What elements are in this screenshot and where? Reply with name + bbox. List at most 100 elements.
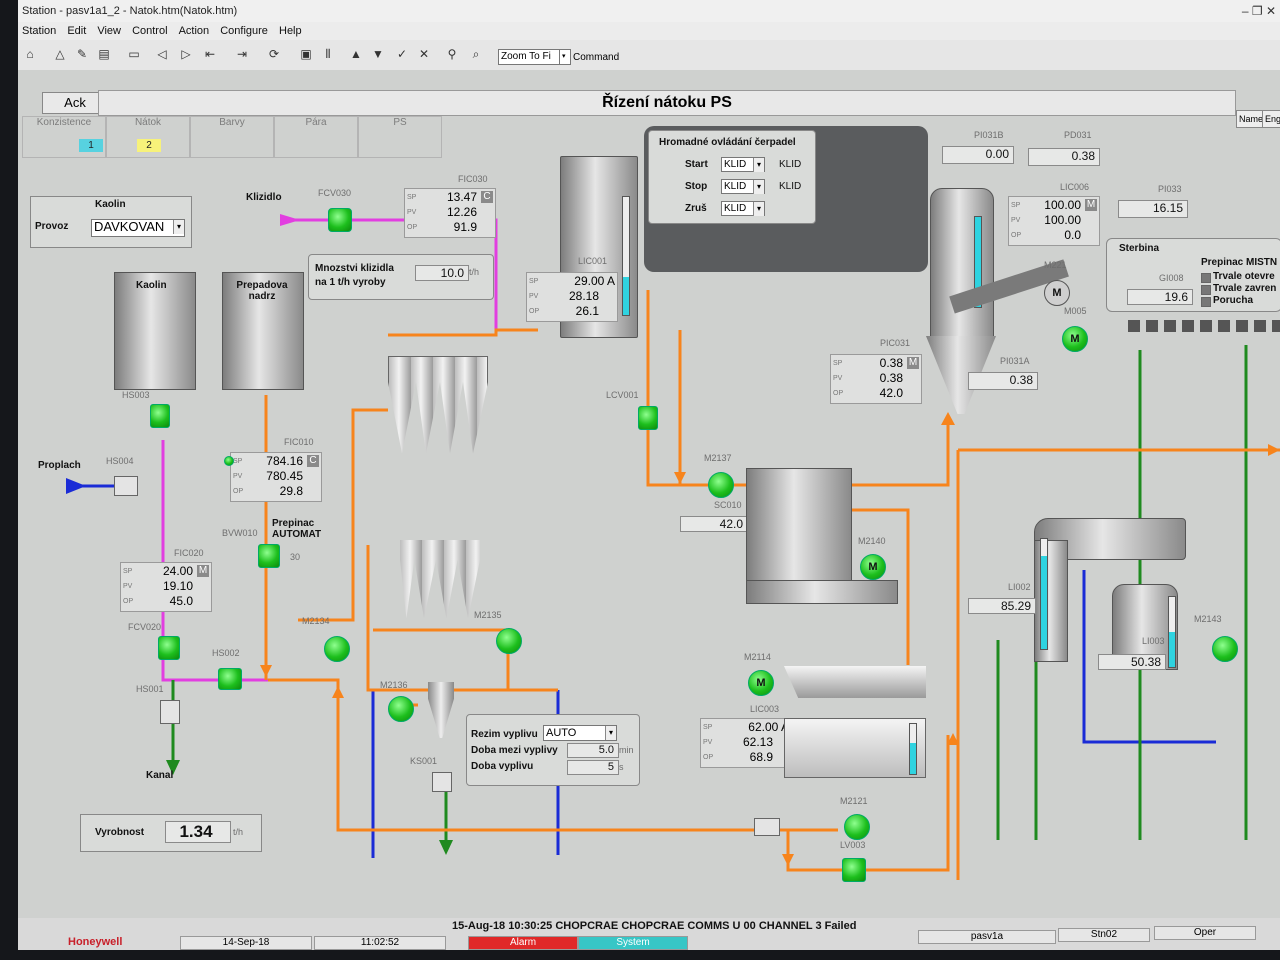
- tab-barvy[interactable]: Barvy: [190, 116, 274, 158]
- m2143-tag: M2143: [1194, 614, 1222, 624]
- prepinac-item-1: Trvale otevre: [1213, 271, 1275, 282]
- trend-icon[interactable]: ▣: [300, 47, 312, 61]
- alarm-icon[interactable]: △: [55, 47, 65, 61]
- pic031-mode[interactable]: M: [907, 357, 919, 369]
- status-message-text: 15-Aug-18 10:30:25 CHOPCRAE CHOPCRAE COM…: [452, 920, 857, 932]
- m2134-motor[interactable]: [324, 636, 350, 662]
- deaerator-tank[interactable]: [930, 188, 994, 340]
- fic020-pv: 19.10: [162, 579, 193, 593]
- m2137-motor[interactable]: [708, 472, 734, 498]
- check-icon[interactable]: ✓: [396, 47, 408, 61]
- name-button[interactable]: Name: [1236, 110, 1267, 128]
- zoom-dropdown-icon[interactable]: ▾: [559, 49, 571, 65]
- m2136-motor[interactable]: [388, 696, 414, 722]
- menu-edit[interactable]: Edit: [67, 25, 87, 37]
- lic006-sp: 100.00: [1044, 198, 1081, 212]
- raise-icon[interactable]: ▲: [350, 47, 362, 61]
- display-icon[interactable]: ▭: [128, 47, 140, 61]
- refresh-icon[interactable]: ⟳: [268, 47, 280, 61]
- ack-button[interactable]: Ack: [42, 92, 108, 114]
- forward-icon[interactable]: ▷: [181, 47, 191, 61]
- cancel-icon[interactable]: ✕: [418, 47, 430, 61]
- menu-view[interactable]: View: [97, 25, 121, 37]
- hs001-valve[interactable]: [160, 700, 180, 724]
- fcv030-valve[interactable]: [328, 208, 352, 232]
- m2140-motor[interactable]: M: [860, 554, 886, 580]
- lcv001-valve[interactable]: [638, 406, 658, 430]
- menu-control[interactable]: Control: [132, 25, 168, 37]
- prepadova-tank[interactable]: [222, 272, 304, 390]
- start-select[interactable]: KLID▾: [721, 157, 765, 172]
- hs002-valve[interactable]: [218, 668, 242, 690]
- fcv020-tag: FCV020: [128, 622, 162, 632]
- hs003-valve[interactable]: [150, 404, 170, 428]
- m2121-motor[interactable]: [844, 814, 870, 840]
- menu-station[interactable]: Station: [22, 25, 57, 37]
- lv003-valve[interactable]: [842, 858, 866, 882]
- station-icon[interactable]: ⌂: [26, 47, 34, 61]
- m2114-motor[interactable]: M: [748, 670, 774, 696]
- zoom-icon[interactable]: ⌕: [472, 47, 480, 61]
- chevron-down-icon: ▾: [753, 180, 764, 194]
- kaolin-panel: Kaolin Provoz DAVKOVAN▾: [30, 196, 192, 248]
- li002-tank[interactable]: [1034, 540, 1068, 662]
- status-indicator-icon: [1201, 285, 1211, 295]
- machine-chest[interactable]: [746, 468, 852, 584]
- next-icon[interactable]: ⇥: [236, 47, 248, 61]
- rezim-select-value: AUTO: [546, 727, 577, 739]
- status-time: 11:02:52: [314, 936, 446, 950]
- tab-ps[interactable]: PS: [358, 116, 442, 158]
- tab-count: 2: [137, 139, 161, 152]
- lic003-sp: 62.00 A: [748, 720, 789, 734]
- history-icon[interactable]: ⇤: [204, 47, 216, 61]
- doba-mezi-value[interactable]: 5.0: [567, 743, 619, 758]
- bypass-valve[interactable]: [754, 818, 780, 836]
- alarm-indicator[interactable]: Alarm: [468, 936, 578, 950]
- menu-configure[interactable]: Configure: [220, 25, 268, 37]
- binocular-icon[interactable]: ⚲: [447, 47, 457, 61]
- ack-icon[interactable]: ✎: [76, 47, 88, 61]
- stop-select[interactable]: KLID▾: [721, 179, 765, 194]
- lic001-level-fill: [623, 277, 629, 315]
- provoz-select[interactable]: DAVKOVAN▾: [91, 219, 185, 237]
- window-controls[interactable]: – ❐ ✕: [1241, 4, 1276, 18]
- zrus-select[interactable]: KLID▾: [721, 201, 765, 216]
- eng-button[interactable]: Eng: [1262, 110, 1280, 128]
- doba-value[interactable]: 5: [567, 760, 619, 775]
- tab-para[interactable]: Pára: [274, 116, 358, 158]
- fic030-mode[interactable]: C: [481, 191, 493, 203]
- fic020-mode[interactable]: M: [197, 565, 209, 577]
- m2135-motor[interactable]: [496, 628, 522, 654]
- sterbina-panel: Sterbina GI008 19.6 Prepinac MISTN Trval…: [1106, 238, 1280, 312]
- system-indicator[interactable]: System: [578, 936, 688, 950]
- klizidlo-value[interactable]: 10.0: [415, 265, 469, 281]
- tab-natok[interactable]: Nátok 2: [106, 116, 190, 158]
- back-icon[interactable]: ◁: [157, 47, 167, 61]
- bars-icon[interactable]: ⦀: [325, 47, 331, 61]
- fcv020-valve[interactable]: [158, 636, 180, 660]
- page-icon[interactable]: ▤: [98, 47, 110, 61]
- m2143-motor[interactable]: [1212, 636, 1238, 662]
- fic010-mode[interactable]: C: [307, 455, 319, 467]
- hs004-valve[interactable]: [114, 476, 138, 496]
- kaolin-tank[interactable]: [114, 272, 196, 390]
- ks001-valve[interactable]: [432, 772, 452, 792]
- menu-action[interactable]: Action: [178, 25, 210, 37]
- lic001-sp: 29.00 A: [574, 274, 615, 288]
- menu-help[interactable]: Help: [279, 25, 302, 37]
- lic006-mode[interactable]: M: [1085, 199, 1097, 211]
- rezim-select[interactable]: AUTO▾: [543, 725, 617, 741]
- lic003-tank[interactable]: [784, 718, 926, 778]
- m005-motor[interactable]: M: [1062, 326, 1088, 352]
- bvw010-valve[interactable]: [258, 544, 280, 568]
- m221-motor[interactable]: M: [1044, 280, 1070, 306]
- tab-konzistence[interactable]: Konzistence 1: [22, 116, 106, 158]
- lower-icon[interactable]: ▼: [372, 47, 384, 61]
